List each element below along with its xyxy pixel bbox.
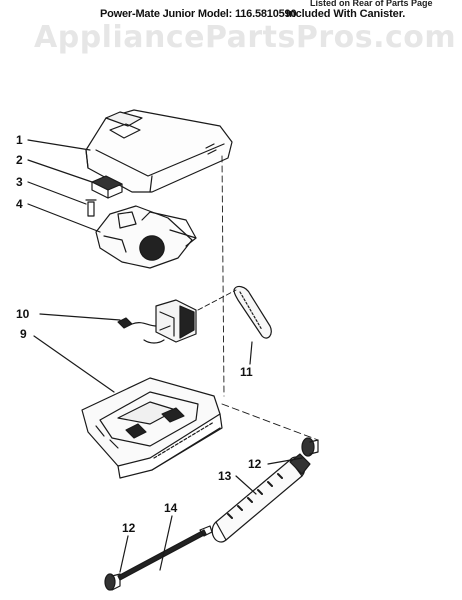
- part-base: [81, 377, 223, 479]
- callout-14: 14: [164, 501, 178, 515]
- callout-2: 2: [16, 153, 23, 167]
- callout-13: 13: [218, 469, 232, 483]
- model-line: Power-Mate Junior Model: 116.5810590: [100, 8, 297, 20]
- callout-11: 11: [240, 365, 253, 379]
- part-top-cover: [85, 109, 233, 193]
- part-shaft: [117, 525, 213, 581]
- header-clipped-text: Listed on Rear of Parts Page: [310, 0, 433, 8]
- part-drive-belt: [233, 285, 272, 339]
- part-motor-housing: [95, 205, 197, 269]
- part-end-cap-right: [301, 437, 319, 457]
- header-note: Included With Canister.: [286, 8, 406, 20]
- callout-1: 1: [16, 133, 23, 147]
- part-brush-roll: [211, 453, 311, 543]
- watermark: AppliancePartsPros.com: [34, 20, 457, 55]
- callout-12-right: 12: [248, 457, 262, 471]
- diagram-header: Listed on Rear of Parts Page Power-Mate …: [0, 0, 462, 22]
- callout-9: 9: [20, 327, 27, 341]
- callout-12-left: 12: [122, 521, 136, 535]
- callout-10: 10: [16, 307, 30, 321]
- part-motor-assembly: [117, 299, 197, 344]
- callout-4: 4: [16, 197, 23, 211]
- callout-3: 3: [16, 175, 23, 189]
- part-screw: [85, 199, 97, 217]
- part-switch: [91, 175, 123, 199]
